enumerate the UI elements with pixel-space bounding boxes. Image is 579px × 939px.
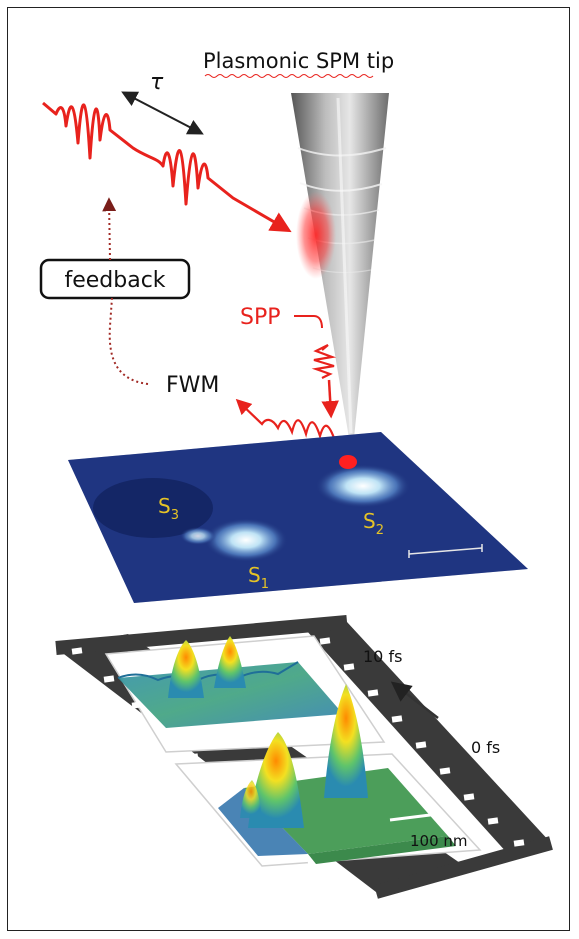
spp-label: SPP [240,305,281,330]
diagram-canvas: Plasmonic SPM tip τ feedback SPP FWM [39,49,553,899]
spellcheck-underline [204,74,374,78]
s2-spot [315,464,411,508]
peak-top-2 [214,636,246,688]
peak-bottom-2 [324,684,368,798]
spp-connector [294,315,323,329]
feedback-dotted-upper [102,197,117,261]
surface-plot-bottom [218,684,456,864]
sample-scale-bar [408,547,483,555]
peak-bottom-1 [248,732,304,828]
figure-frame: Plasmonic SPM tip τ feedback SPP FWM [7,7,570,931]
fwm-wave [235,398,336,440]
s1-label: S1 [248,563,269,592]
tip-title: Plasmonic SPM tip [203,49,394,73]
peak-top-1 [168,640,204,698]
time-label-bottom: 0 fs [471,738,500,757]
time-arrow-icon [390,681,439,719]
s2-label: S2 [363,509,384,538]
feedback-dotted-lower [108,297,149,385]
plasmon-glow [296,191,336,279]
pulse-train [42,101,292,233]
s3-spot [180,527,216,545]
s1-spot [204,518,288,562]
tau-label: τ [150,70,164,95]
fwm-label: FWM [166,373,219,398]
s3-label: S3 [158,494,179,523]
surface-scale-bar [389,812,439,822]
sample-plane [68,432,528,603]
surface-plot-top [117,636,343,728]
scale-bar-label: 100 nm [410,832,468,850]
feedback-box [39,258,191,300]
spp-wavepacket [311,344,337,379]
feedback-label: feedback [64,268,165,293]
tip-spot [339,455,357,469]
spp-arrow-icon [321,379,339,419]
tau-arrow-icon [121,91,204,135]
time-label-top: 10 fs [363,647,402,666]
